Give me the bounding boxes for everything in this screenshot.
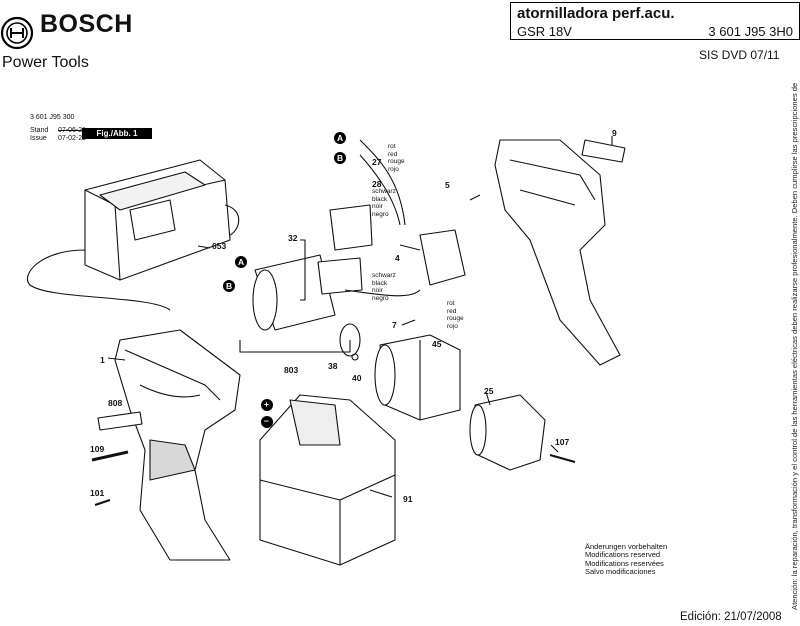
sis-version: SIS DVD 07/11 xyxy=(699,48,780,62)
edition-date: Edición: 21/07/2008 xyxy=(680,611,782,623)
marker-b-motor: B xyxy=(226,281,233,291)
marker-a-top: A xyxy=(337,133,344,143)
charger-drawing xyxy=(27,159,240,311)
callout-107: 107 xyxy=(555,437,570,447)
callout-38: 38 xyxy=(328,361,338,371)
product-title: atornilladora perf.acu. xyxy=(517,5,675,22)
part-number: 3 601 J95 3H0 xyxy=(708,24,793,39)
callout-45: 45 xyxy=(432,339,442,349)
issue-label: Issue xyxy=(30,135,47,142)
model-name: GSR 18V xyxy=(517,24,572,39)
stand-code: 3 601 J95 300 xyxy=(30,114,75,121)
marker-plus: + xyxy=(264,399,269,409)
housing-right-drawing xyxy=(494,139,621,366)
housing-drawing xyxy=(114,329,241,561)
marker-a-motor: A xyxy=(238,257,245,267)
stand-date: 07-06-21 xyxy=(58,127,87,134)
callout-1: 1 xyxy=(100,355,105,365)
callout-4: 4 xyxy=(395,253,400,263)
bosch-logo-icon xyxy=(0,16,34,55)
callout-101: 101 xyxy=(90,488,105,498)
figure-label: Fig./Abb. 1 xyxy=(82,128,152,139)
marker-b-top: B xyxy=(337,153,344,163)
callout-40: 40 xyxy=(352,373,362,383)
battery-drawing xyxy=(259,394,396,566)
callout-28: 28 xyxy=(372,179,382,189)
brand-name: BOSCH xyxy=(40,10,133,38)
callout-32: 32 xyxy=(288,233,298,243)
callout-653: 653 xyxy=(212,241,227,251)
gearbox-drawing xyxy=(374,334,461,421)
chuck-drawing xyxy=(469,394,546,471)
modifications-note: Änderungen vorbehalten Modifications res… xyxy=(585,542,668,576)
callout-808: 808 xyxy=(108,398,123,408)
side-disclaimer: Atención: la reparación, transformación … xyxy=(790,82,800,610)
callout-7: 7 xyxy=(392,320,397,330)
issue-date: 07-02-22 xyxy=(58,135,87,142)
motor-drawing xyxy=(252,254,361,331)
brand-subtitle: Power Tools xyxy=(2,54,89,71)
callout-5: 5 xyxy=(445,180,450,190)
callout-803: 803 xyxy=(284,365,299,375)
callout-91: 91 xyxy=(403,494,413,504)
stand-label: Stand xyxy=(30,127,49,134)
callout-109: 109 xyxy=(90,444,105,454)
marker-minus: − xyxy=(264,416,269,426)
callout-9: 9 xyxy=(612,128,617,138)
title-box: atornilladora perf.acu. GSR 18V 3 601 J9… xyxy=(510,2,800,40)
callout-25: 25 xyxy=(484,386,494,396)
callout-27: 27 xyxy=(372,157,382,167)
